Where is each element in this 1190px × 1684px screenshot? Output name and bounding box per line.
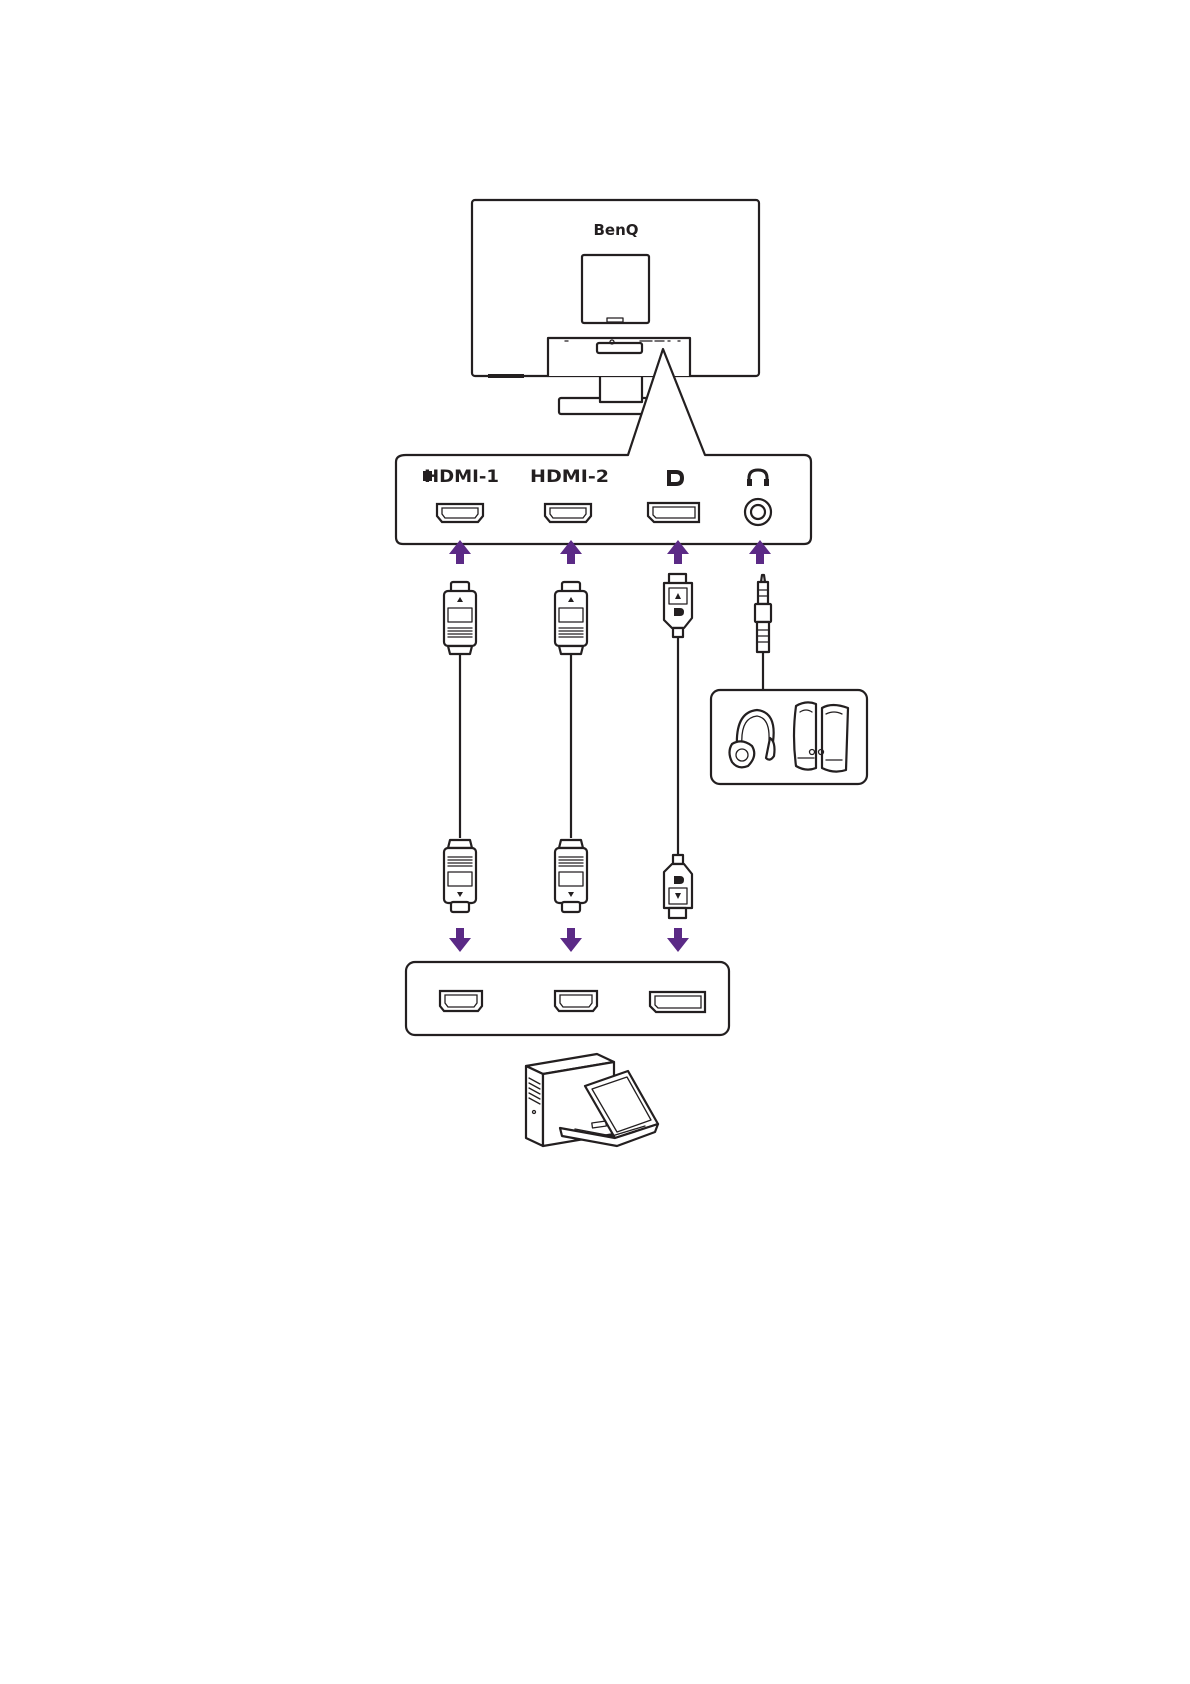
hdmi-1-label: HDMI-1	[423, 467, 499, 487]
hdmi-2-plug-monitor-end	[555, 582, 587, 654]
pc-displayport-port	[650, 992, 705, 1012]
displayport-plug-monitor-end	[664, 574, 692, 637]
pc-hdmi-2-port	[555, 991, 597, 1011]
svg-text:HDMI-2: HDMI-2	[530, 467, 609, 487]
brand-logo: BenQ	[593, 221, 638, 239]
audio-devices-box	[711, 690, 867, 784]
displayport-port	[648, 503, 699, 522]
svg-text:HDMI-1: HDMI-1	[424, 467, 499, 487]
monitor-back: BenQ	[472, 200, 759, 414]
hdmi-1-plug-monitor-end	[444, 582, 476, 654]
arrow-down-hdmi-2	[560, 928, 582, 952]
audio-jack-port	[745, 499, 771, 525]
hdmi-2-label: HDMI-2	[530, 467, 609, 487]
source-devices	[526, 1054, 658, 1146]
displayport-plug-pc-end	[664, 855, 692, 918]
arrow-down-displayport	[667, 928, 689, 952]
source-port-panel	[406, 962, 729, 1035]
hdmi-1-plug-pc-end	[444, 840, 476, 912]
speakers-icon	[794, 702, 848, 771]
audio-plug	[755, 575, 771, 652]
pc-hdmi-1-port	[440, 991, 482, 1011]
hdmi-1-port	[437, 504, 483, 522]
arrow-down-hdmi-1	[449, 928, 471, 952]
hdmi-2-port	[545, 504, 591, 522]
hdmi-2-plug-pc-end	[555, 840, 587, 912]
